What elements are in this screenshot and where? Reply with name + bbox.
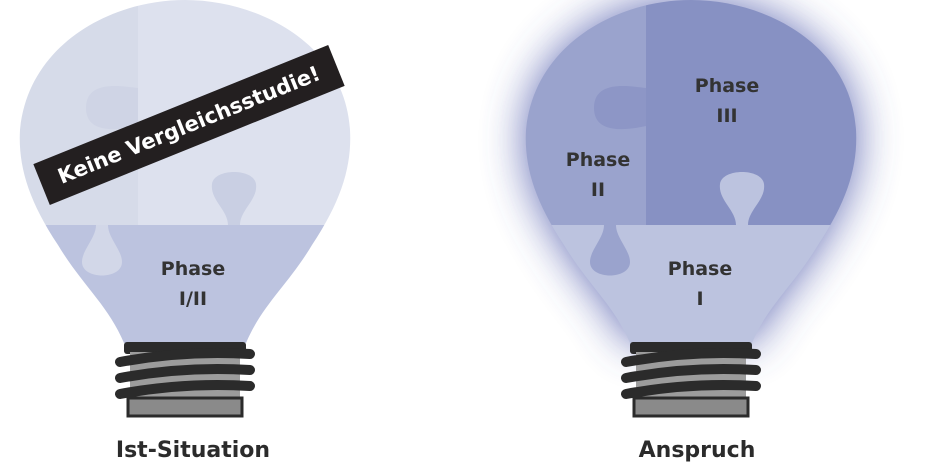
right-phase2-label-line2: II [591, 179, 605, 201]
left-bulb-base [115, 342, 255, 418]
left-knob-bottom [82, 225, 122, 276]
right-phase1-label-line1: Phase [668, 258, 732, 280]
right-bulb-glass [525, 0, 857, 343]
left-bulb: Phase I/II Keine Vergleichsstudie! Ist-S… [19, 0, 351, 463]
right-phase1-piece [525, 225, 857, 343]
left-thread-2 [115, 364, 255, 383]
right-phase3-label-line1: Phase [695, 75, 759, 97]
right-phase3-piece [646, 0, 857, 225]
left-base-tip [126, 396, 244, 418]
right-bulb: Phase III Phase II Phase I Anspruch [525, 0, 857, 463]
right-knob-top [594, 86, 646, 130]
left-knob-middle [211, 172, 257, 225]
left-phase-label-line2: I/II [179, 288, 207, 310]
right-thread-2 [621, 364, 761, 383]
right-thread-3 [621, 380, 761, 399]
right-base-tip [632, 396, 750, 418]
right-phase1-label-line2: I [696, 288, 703, 310]
right-knob-bottom [590, 225, 630, 276]
left-knob-top [86, 86, 138, 130]
right-phase2-label-line1: Phase [566, 149, 630, 171]
left-thread-3 [115, 380, 255, 399]
right-phase3-label-line2: III [716, 105, 737, 127]
left-caption: Ist-Situation [116, 438, 270, 463]
right-caption: Anspruch [639, 438, 756, 463]
right-bulb-base [621, 342, 761, 418]
left-phase-label-line1: Phase [161, 258, 225, 280]
left-thread-1 [115, 348, 255, 367]
right-knob-middle [719, 172, 765, 225]
banner-background [33, 45, 345, 205]
right-thread-1 [621, 348, 761, 367]
